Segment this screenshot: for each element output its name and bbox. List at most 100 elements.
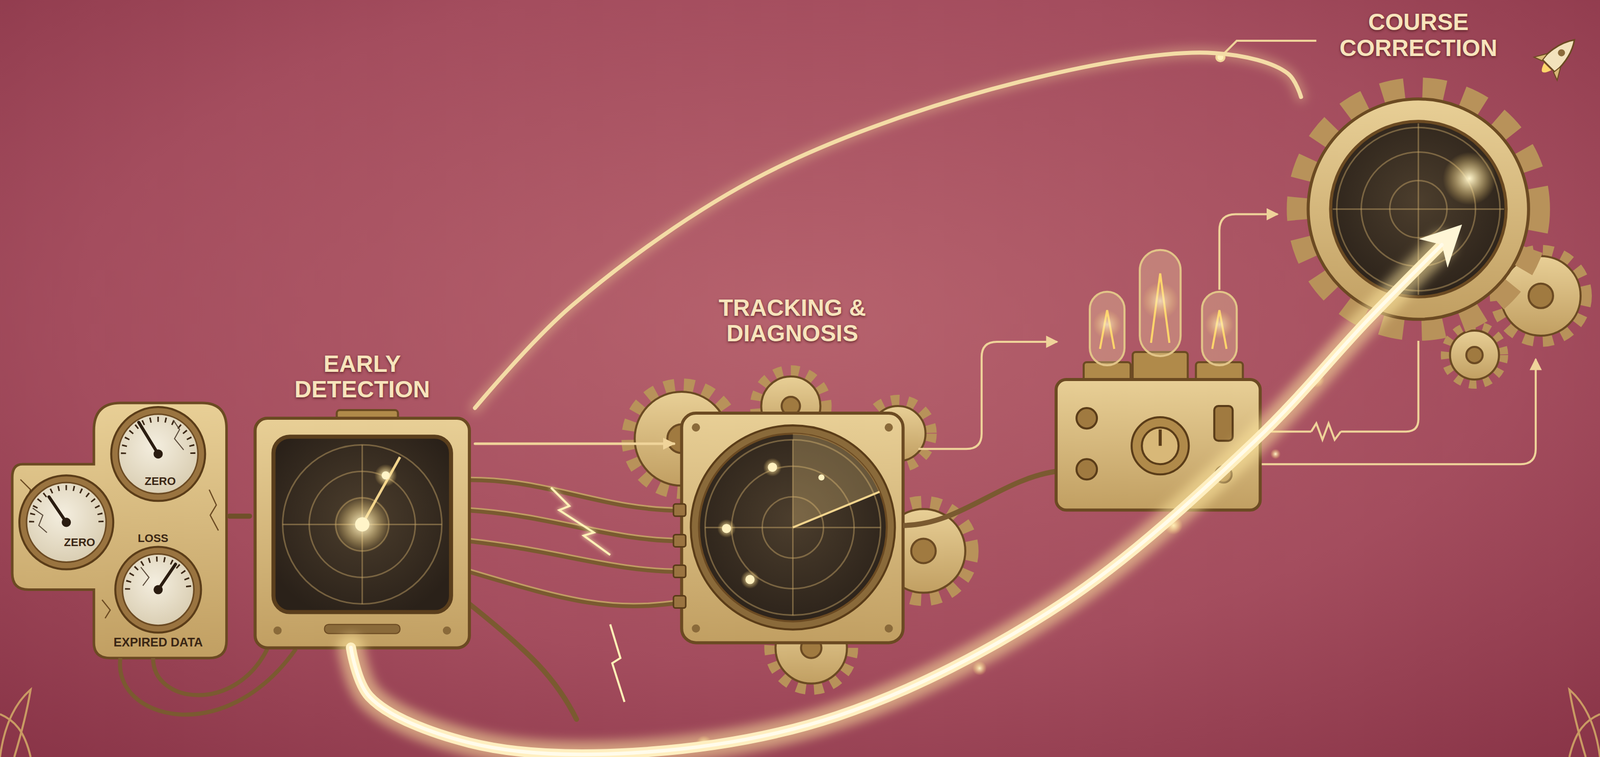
radar-console-art	[721, 523, 731, 534]
radar-console-art	[673, 596, 686, 609]
cable	[469, 571, 682, 607]
gauge-panel: ZERO ZERO LOSS EXPIRED DATA	[10, 398, 230, 662]
gauge-panel-art	[158, 564, 176, 590]
radar-console: TRACKING & DIAGNOSIS	[675, 291, 909, 644]
rocket-icon	[1530, 28, 1586, 84]
rocket-icon	[1556, 47, 1567, 59]
signal-line	[1219, 214, 1278, 291]
gauge-panel-art	[61, 517, 71, 528]
connector-line	[475, 52, 1302, 408]
vacuum-tube-device	[1141, 427, 1179, 465]
radar-console-art	[717, 519, 736, 538]
cable	[469, 508, 682, 539]
vacuum-tube-device	[1201, 292, 1237, 366]
stage-heading: EARLY DETECTION	[257, 347, 467, 403]
gauge-panel-art	[118, 414, 198, 494]
monitor-art	[324, 624, 401, 635]
vacuum-tube-device	[1076, 459, 1097, 480]
monitor-art	[442, 626, 452, 636]
connector-arrow	[351, 244, 1442, 755]
monitor-art	[282, 444, 442, 605]
connector-glow	[475, 52, 1302, 408]
monitor-art	[254, 418, 469, 649]
lotus-ornament	[0, 690, 31, 757]
glow-core	[351, 244, 1442, 755]
cable	[469, 510, 682, 541]
vacuum-tube-device	[1214, 406, 1233, 441]
radar-console-art	[673, 504, 686, 517]
radar-console-art	[673, 504, 686, 609]
connector-glow	[351, 244, 1442, 755]
gauge-panel-art	[12, 403, 227, 659]
vacuum-tube-device	[1204, 310, 1234, 339]
cable	[469, 477, 682, 720]
vacuum-tube-device	[1158, 429, 1162, 447]
signal-line	[1310, 423, 1341, 440]
monitor-art	[355, 517, 370, 532]
radar-console-art	[681, 413, 903, 644]
vacuum-tube-device	[1099, 273, 1227, 350]
gauge-panel-art	[26, 482, 107, 563]
gauge-label: ZERO	[144, 475, 176, 488]
radar-console-art	[691, 423, 700, 432]
gauge-panel-art	[123, 419, 193, 455]
gear	[1528, 283, 1554, 309]
spark	[551, 487, 611, 556]
cable	[469, 479, 682, 720]
gear	[1450, 330, 1500, 380]
radar-console-art	[884, 624, 894, 634]
gauge-panel-art	[12, 403, 227, 659]
gear	[1446, 326, 1504, 384]
radar-console-art	[673, 413, 903, 644]
gauge-panel-art	[115, 546, 201, 633]
radar-console-art	[792, 491, 880, 528]
monitor-art	[273, 436, 452, 613]
radar-console-art	[691, 624, 700, 634]
radar-console-art	[673, 565, 686, 578]
gauge-panel-art	[138, 422, 159, 455]
lotus-ornament	[1569, 690, 1600, 757]
cable	[903, 471, 1057, 526]
gear	[911, 538, 936, 564]
monitor-art	[273, 626, 282, 636]
gear	[1297, 88, 1539, 330]
gauge-panel-art	[32, 508, 47, 533]
gauge-label: EXPIRED DATA	[113, 636, 203, 650]
glow-layer	[351, 52, 1442, 755]
radar-console-art	[698, 433, 887, 622]
sparkle	[695, 371, 1325, 753]
cable	[469, 479, 682, 511]
signal-line	[918, 342, 1058, 450]
label-holder: ZERO	[64, 536, 96, 549]
course-gear: COURSE CORRECTION	[1300, 5, 1536, 245]
vacuum-tube-device	[1089, 292, 1125, 366]
rocket-icon	[1538, 62, 1552, 76]
rocket-icon	[1541, 33, 1582, 73]
connector-arrow	[475, 442, 674, 445]
gauge-panel-art	[140, 567, 149, 586]
vacuum-tube-device	[1131, 417, 1189, 475]
vacuum-tube-device	[1076, 408, 1097, 429]
monitor-art	[282, 444, 442, 605]
spark	[610, 624, 625, 703]
connector-core	[351, 244, 1442, 755]
vacuum-tube-device	[1141, 282, 1179, 320]
gauge-panel-art	[153, 449, 163, 459]
label-holder: LOSS	[137, 532, 169, 545]
radar-console-art	[884, 423, 894, 432]
sparkle	[1270, 449, 1281, 460]
spark	[551, 487, 625, 703]
cable	[469, 477, 682, 605]
lotus-ornament	[1569, 714, 1600, 757]
radar-console-art	[740, 570, 759, 590]
radar-console-art	[690, 425, 895, 631]
stage-heading: TRACKING & DIAGNOSIS	[684, 291, 901, 347]
gear	[1466, 347, 1483, 364]
gauge-panel-art	[173, 420, 184, 451]
cable	[469, 604, 577, 720]
cable	[469, 538, 682, 570]
